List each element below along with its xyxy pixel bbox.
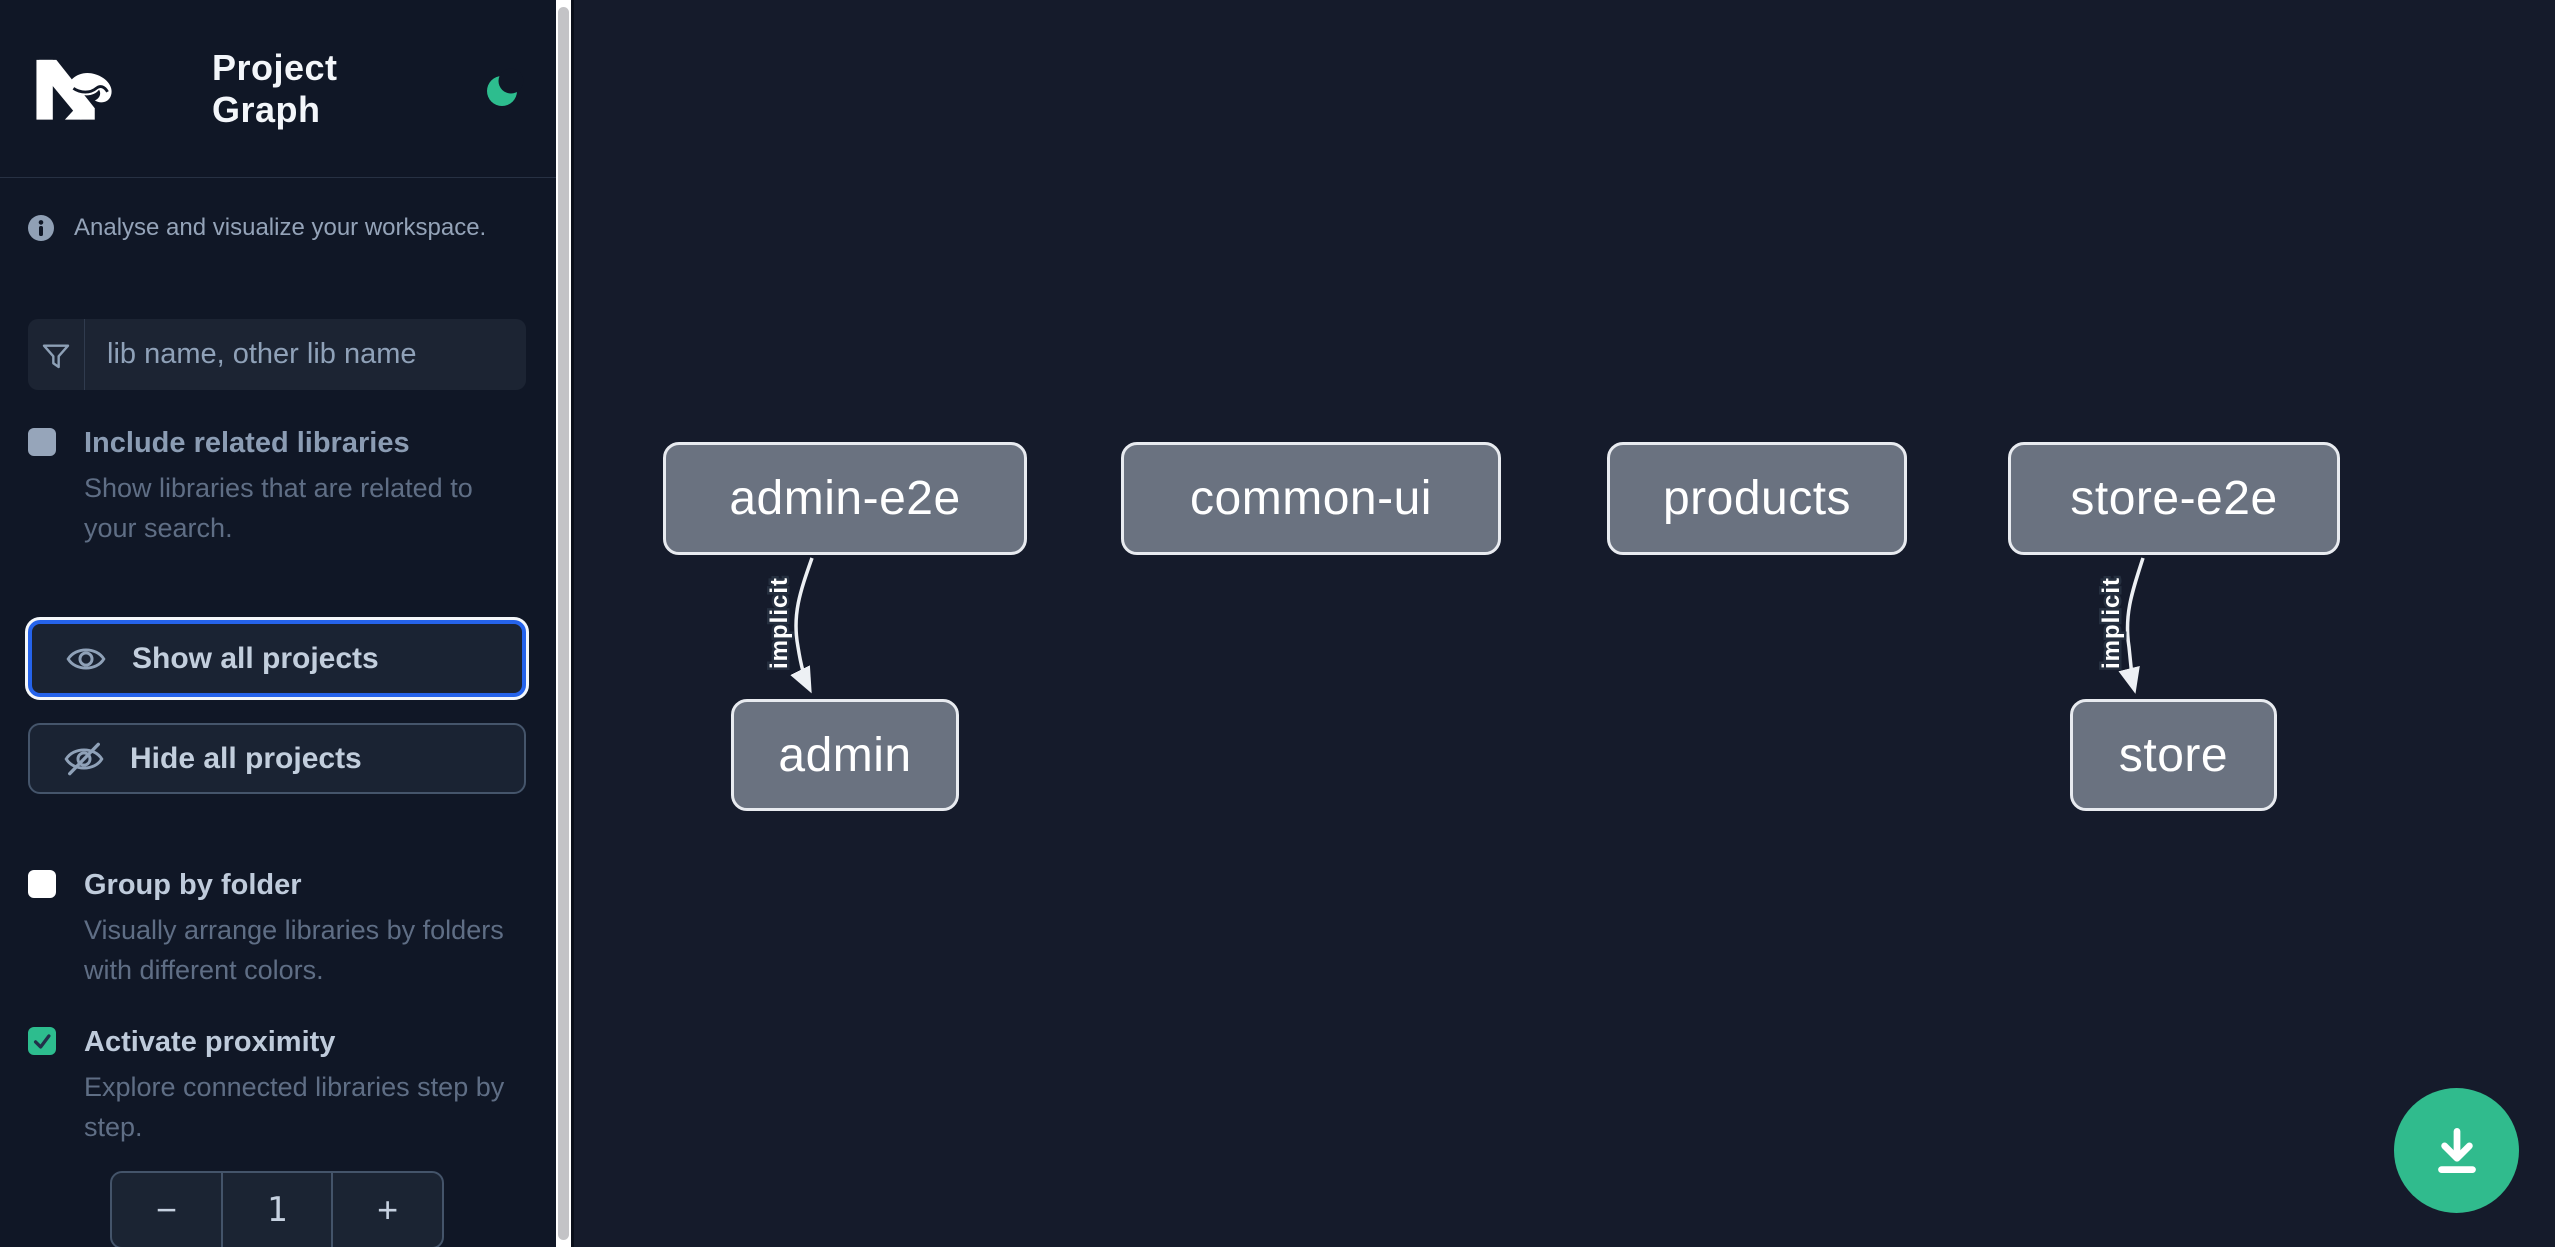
hide-all-projects-button[interactable]: Hide all projects bbox=[28, 723, 526, 794]
check-icon bbox=[33, 1034, 51, 1049]
include-related-checkbox[interactable] bbox=[28, 428, 56, 456]
funnel-icon bbox=[42, 343, 70, 368]
option-label: Activate proximity bbox=[84, 1026, 336, 1058]
filter-icon-cell bbox=[28, 319, 85, 390]
moon-icon bbox=[487, 68, 524, 106]
show-all-projects-button[interactable]: Show all projects bbox=[28, 620, 526, 697]
stepper-increment-button[interactable]: + bbox=[331, 1173, 442, 1247]
scrollbar-thumb[interactable] bbox=[558, 7, 569, 1240]
page-title: Project Graph bbox=[212, 46, 338, 130]
option-description: Explore connected libraries step by step… bbox=[84, 1072, 505, 1142]
button-label: Hide all projects bbox=[130, 741, 362, 775]
node-admin[interactable]: admin bbox=[731, 699, 959, 811]
node-store[interactable]: store bbox=[2070, 699, 2277, 811]
option-label: Include related libraries bbox=[84, 427, 410, 459]
sidebar-header: Project Graph bbox=[0, 0, 556, 178]
option-include-related: Include related libraries Show libraries… bbox=[28, 426, 526, 548]
option-description: Visually arrange libraries by folders wi… bbox=[84, 915, 504, 985]
sidebar-body: Analyse and visualize your workspace. In… bbox=[0, 178, 556, 1247]
node-admin-e2e[interactable]: admin-e2e bbox=[663, 442, 1027, 555]
stepper-value[interactable]: 1 bbox=[266, 1190, 288, 1230]
node-products[interactable]: products bbox=[1607, 442, 1907, 555]
option-group-by-folder: Group by folder Visually arrange librari… bbox=[28, 868, 526, 990]
node-common-ui[interactable]: common-ui bbox=[1121, 442, 1501, 555]
edge-label: implicit bbox=[2098, 577, 2125, 669]
filter-box bbox=[28, 319, 526, 390]
tagline-text: Analyse and visualize your workspace. bbox=[74, 214, 487, 241]
proximity-stepper: − 1 + bbox=[110, 1171, 444, 1247]
eye-slash-icon bbox=[64, 742, 104, 775]
sidebar: Project Graph Analyse and visualize your… bbox=[0, 0, 556, 1247]
nx-logo-icon bbox=[26, 57, 118, 121]
theme-toggle-button[interactable] bbox=[482, 66, 528, 112]
node-store-e2e[interactable]: store-e2e bbox=[2008, 442, 2340, 555]
button-label: Show all projects bbox=[132, 641, 379, 675]
edge-admin-e2e-to-admin bbox=[790, 557, 814, 694]
download-graph-button[interactable] bbox=[2394, 1088, 2519, 1213]
download-icon bbox=[2437, 1127, 2476, 1173]
option-activate-proximity: Activate proximity Explore connected lib… bbox=[28, 1025, 526, 1147]
graph-canvas[interactable]: implicit implicit admin-e2e common-ui pr… bbox=[571, 0, 2555, 1247]
option-description: Show libraries that are related to your … bbox=[84, 473, 473, 543]
info-icon bbox=[28, 215, 54, 241]
edge-store-e2e-to-store bbox=[2118, 557, 2145, 694]
option-label: Group by folder bbox=[84, 869, 302, 901]
filter-input[interactable] bbox=[85, 319, 526, 390]
edge-label: implicit bbox=[766, 577, 793, 669]
group-by-folder-checkbox[interactable] bbox=[28, 870, 56, 898]
tagline-row: Analyse and visualize your workspace. bbox=[28, 214, 526, 242]
stepper-decrement-button[interactable]: − bbox=[112, 1173, 223, 1247]
activate-proximity-checkbox[interactable] bbox=[28, 1027, 56, 1055]
sidebar-scrollbar bbox=[556, 0, 571, 1247]
eye-icon bbox=[66, 647, 106, 670]
edges-layer: implicit implicit bbox=[764, 557, 2145, 694]
